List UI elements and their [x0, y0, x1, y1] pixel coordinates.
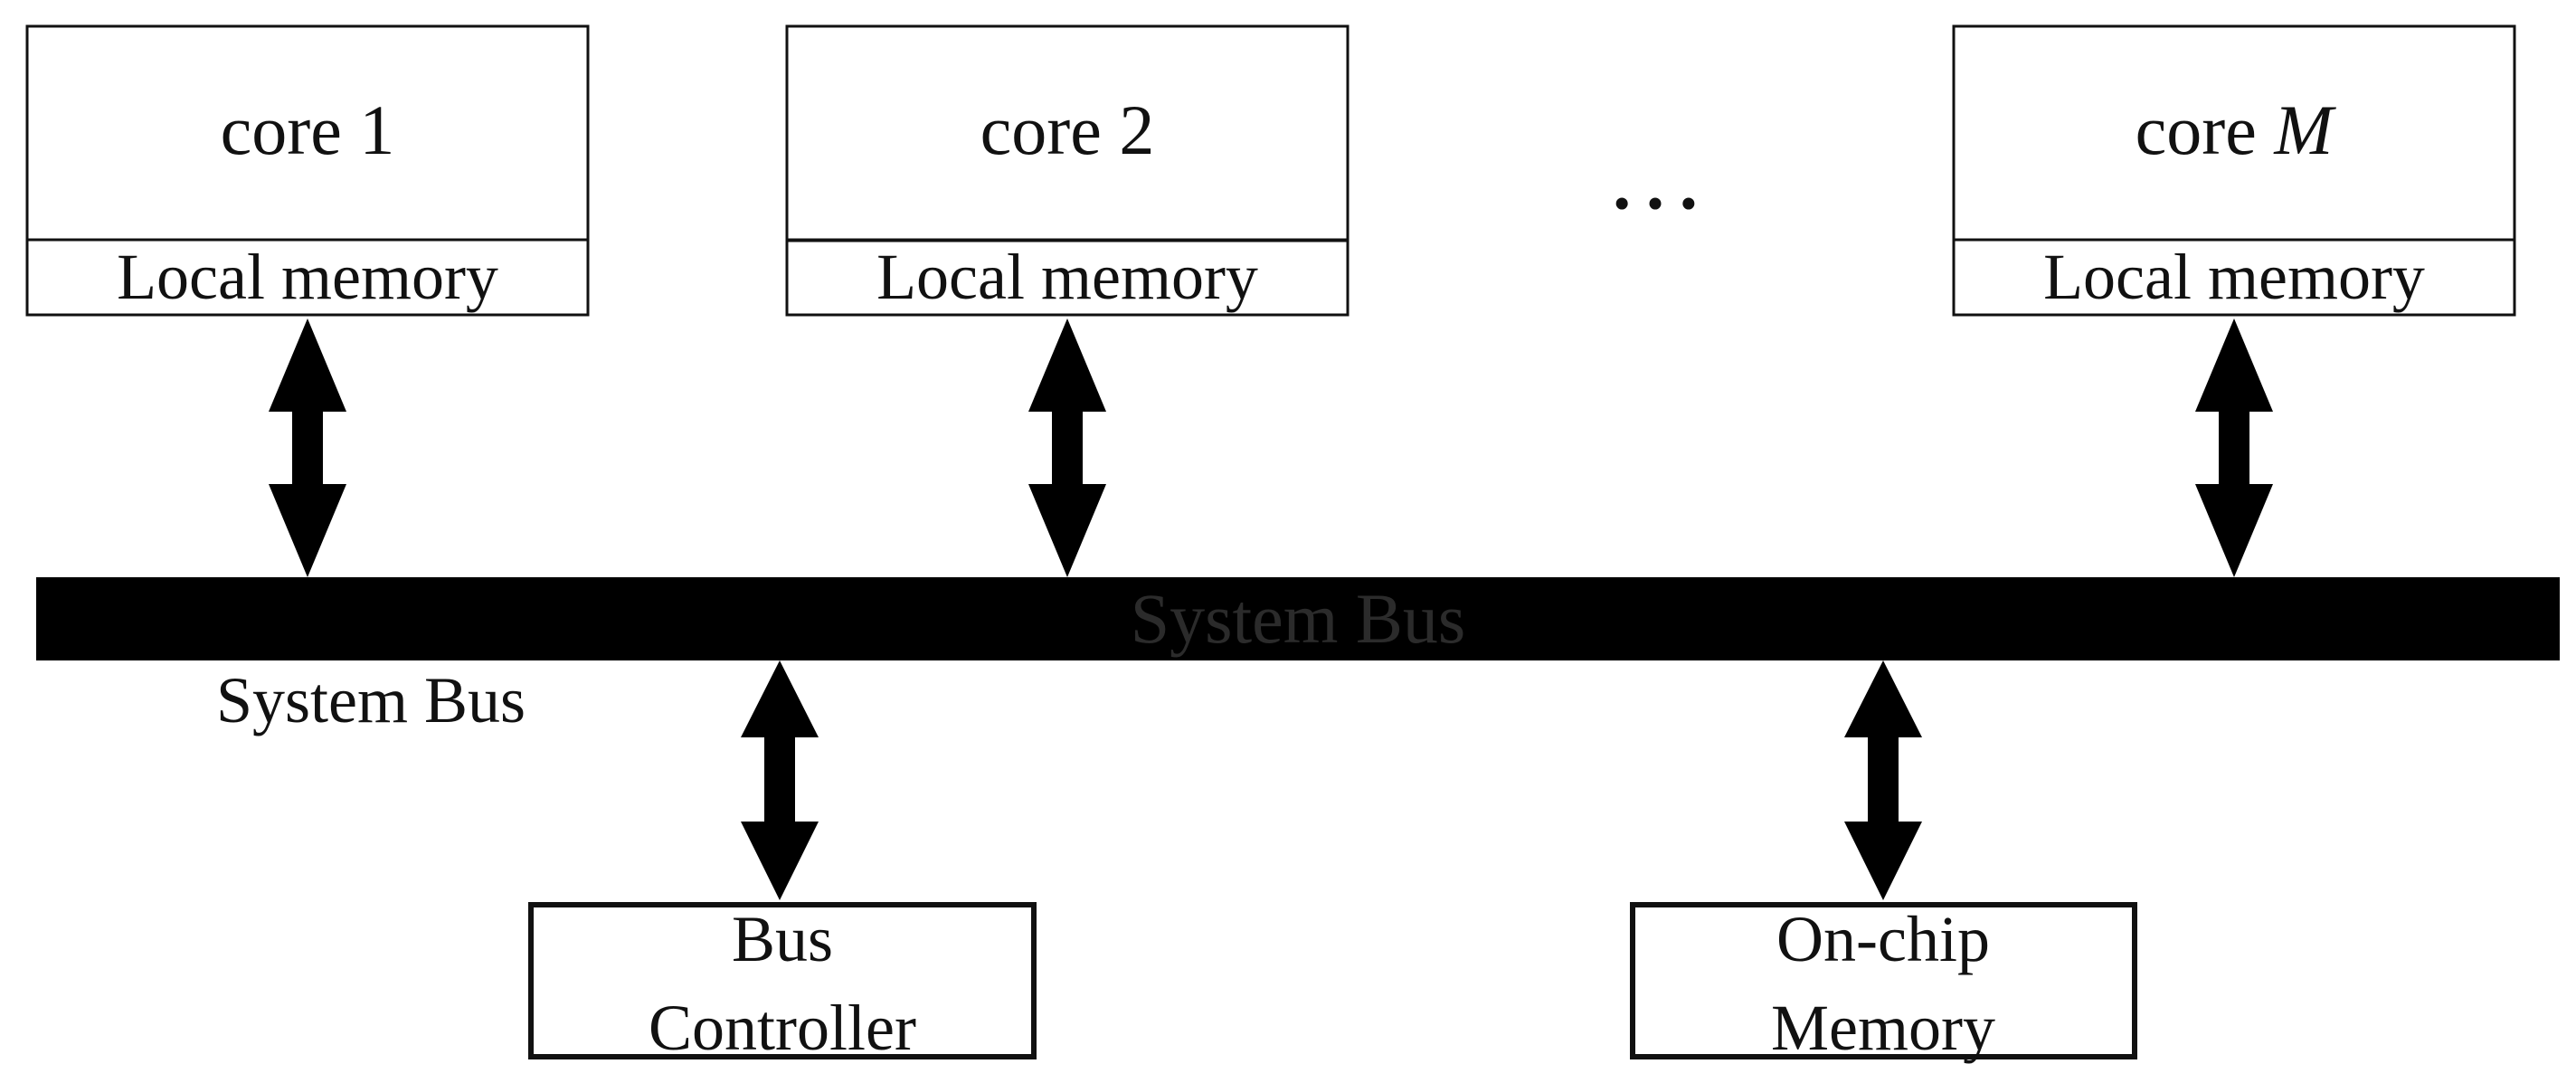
system-bus-inner-label: System Bus: [1131, 579, 1466, 658]
core-2-local-memory-box: [785, 239, 1350, 317]
core-m-box: [1952, 24, 2516, 242]
core-2-local-memory-label: Local memory: [876, 241, 1258, 313]
core-m-local-memory-label: Local memory: [2043, 241, 2425, 313]
core-2-label: core 2: [980, 90, 1155, 169]
core-1-local-memory-box: [25, 238, 590, 317]
core-m-index: M: [2273, 90, 2336, 169]
core-2-index: 2: [1119, 90, 1154, 169]
on-chip-memory-double-arrow: [1844, 660, 1922, 900]
core-m-block: core M Local memory: [1952, 24, 2516, 317]
core-1-block: core 1 Local memory: [25, 24, 590, 317]
on-chip-memory-block: On-chip Memory: [1630, 902, 2137, 1064]
core-2-block: core 2 Local memory: [785, 24, 1350, 317]
bus-controller-label-line2: Controller: [649, 992, 916, 1064]
bus-controller-block: Bus Controller: [528, 902, 1037, 1064]
core-m-local-memory-box: [1952, 238, 2516, 317]
core-1-label: core 1: [221, 90, 395, 169]
on-chip-memory-box: [1630, 902, 2137, 1059]
core-2-bus-double-arrow: [1028, 318, 1106, 577]
core-1-bus-double-arrow: [269, 318, 346, 577]
bus-controller-label-line1: Bus: [732, 903, 833, 975]
more-cores-ellipsis: …: [1605, 119, 1705, 230]
on-chip-memory-label-line1: On-chip: [1776, 903, 1990, 975]
on-chip-memory-label-line2: Memory: [1771, 992, 1995, 1064]
bus-controller-box: [528, 902, 1037, 1059]
core-m-label: core M: [2136, 90, 2337, 169]
core-1-index: 1: [359, 90, 394, 169]
system-bus-label: System Bus: [216, 664, 526, 736]
core-m-bus-double-arrow: [2195, 318, 2273, 577]
core-1-box: [25, 24, 590, 242]
system-bus-bar: [36, 577, 2560, 660]
bus-controller-double-arrow: [741, 660, 819, 900]
core-1-local-memory-label: Local memory: [117, 241, 498, 313]
